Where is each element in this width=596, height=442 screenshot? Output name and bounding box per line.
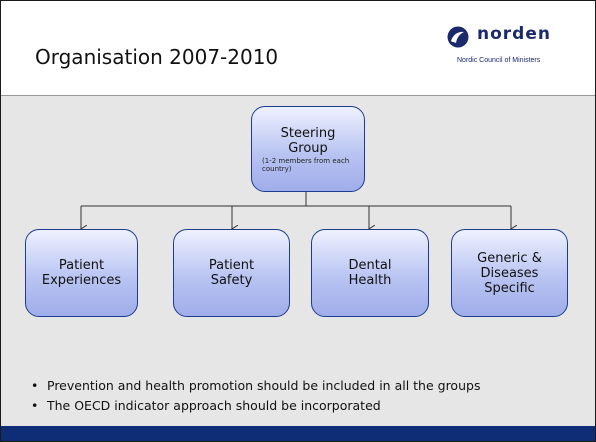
generic-diseases-specific-label: Generic & Diseases Specific bbox=[477, 250, 542, 296]
generic-diseases-specific-box: Generic & Diseases Specific bbox=[451, 229, 568, 317]
patient-safety-box: Patient Safety bbox=[173, 229, 290, 317]
bullet-item: Prevention and health promotion should b… bbox=[31, 376, 480, 396]
steering-group-box: Steering Group (1-2 members from each co… bbox=[251, 106, 365, 192]
bullet-item: The OECD indicator approach should be in… bbox=[31, 396, 480, 416]
steering-group-note: (1-2 members from each country) bbox=[262, 156, 350, 173]
logo-subtitle: Nordic Council of Ministers bbox=[457, 57, 541, 64]
dental-health-label: Dental Health bbox=[348, 258, 392, 288]
norden-swan-icon bbox=[447, 26, 469, 48]
slide-title: Organisation 2007-2010 bbox=[35, 45, 279, 69]
logo-wordmark: norden bbox=[477, 24, 551, 44]
patient-safety-label: Patient Safety bbox=[208, 258, 255, 288]
norden-logo: norden Nordic Council of Ministers bbox=[439, 24, 589, 76]
patient-experiences-box: Patient Experiences bbox=[25, 229, 138, 317]
slide-header: Organisation 2007-2010 norden Nordic Cou… bbox=[1, 1, 595, 96]
footer-bar bbox=[1, 426, 595, 441]
steering-group-label: Steering Group bbox=[280, 125, 336, 156]
patient-experiences-label: Patient Experiences bbox=[41, 258, 122, 288]
bullet-list: Prevention and health promotion should b… bbox=[31, 376, 480, 416]
dental-health-box: Dental Health bbox=[311, 229, 429, 317]
